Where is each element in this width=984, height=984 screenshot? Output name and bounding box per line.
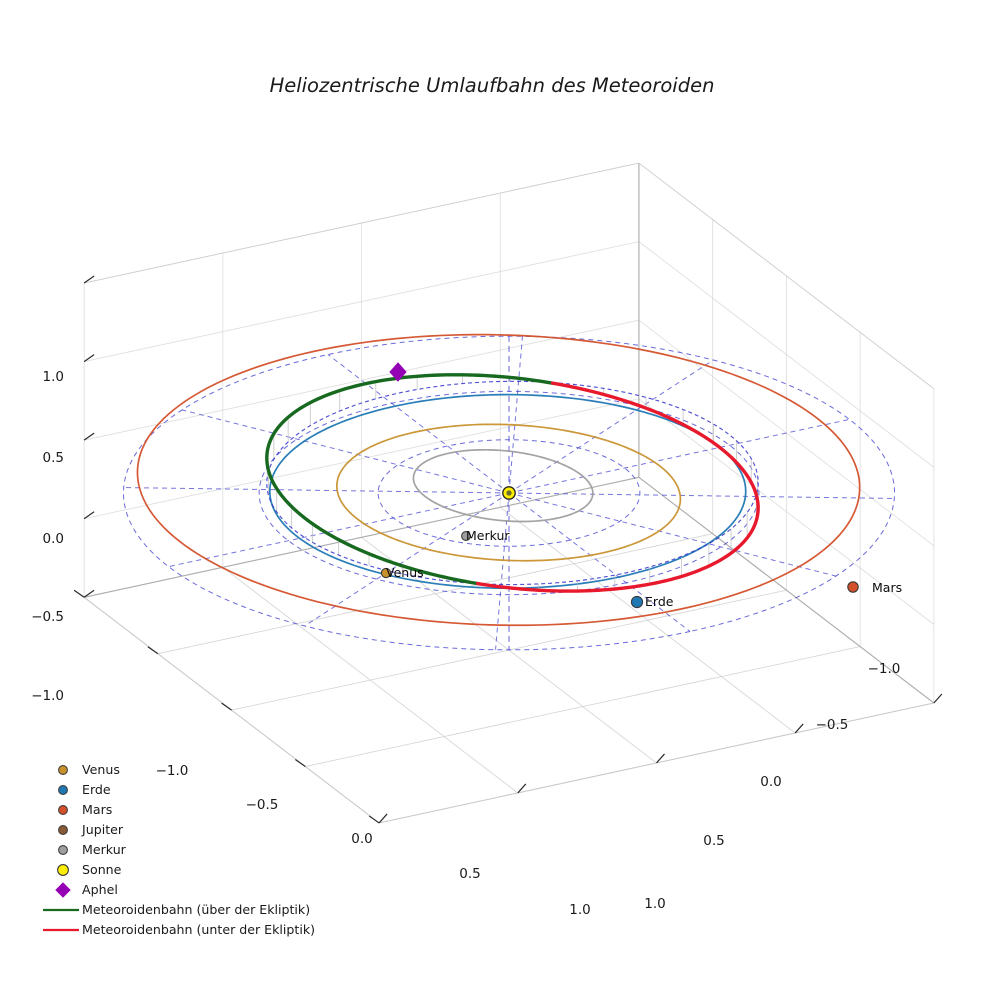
meteoroid-orbit-path bbox=[265, 373, 760, 593]
sun-core bbox=[506, 490, 512, 496]
legend-label: Mars bbox=[82, 802, 112, 817]
legend-label: Venus bbox=[82, 762, 120, 777]
tick-label: 0.5 bbox=[459, 866, 480, 882]
page-title: Heliozentrische Umlaufbahn des Meteoroid… bbox=[269, 74, 715, 97]
tick-label: −1.0 bbox=[868, 661, 901, 677]
tick-label: −1.0 bbox=[156, 763, 189, 779]
tick-label: −0.5 bbox=[246, 797, 279, 813]
legend-label: Aphel bbox=[82, 882, 118, 897]
body-label-mars: Mars bbox=[872, 580, 902, 595]
legend-marker-venus bbox=[58, 765, 68, 775]
body-label-erde: Erde bbox=[645, 594, 674, 609]
legend-label: Erde bbox=[82, 782, 111, 797]
tick-label: −0.5 bbox=[31, 609, 64, 625]
tick-label: −1.0 bbox=[31, 688, 64, 704]
aphelion-marker bbox=[389, 362, 407, 382]
planet-marker-mars bbox=[847, 581, 859, 593]
legend-marker-merkur bbox=[58, 845, 68, 855]
legend-label: Jupiter bbox=[81, 822, 124, 837]
tick-label: 0.0 bbox=[760, 774, 781, 790]
legend-label: Merkur bbox=[82, 842, 127, 857]
legend-label: Meteoroidenbahn (über der Ekliptik) bbox=[82, 902, 310, 917]
planet-marker-merkur bbox=[461, 531, 471, 541]
planet-marker-venus bbox=[380, 567, 392, 579]
tick-label: 1.0 bbox=[43, 369, 64, 385]
planet-marker-erde bbox=[630, 595, 644, 609]
legend-label: Sonne bbox=[82, 862, 122, 877]
meteoroid-ecliptic-projection bbox=[266, 380, 759, 586]
tick-label: 0.0 bbox=[351, 831, 372, 847]
tick-label: 1.0 bbox=[569, 902, 590, 918]
body-label-merkur: Merkur bbox=[466, 528, 510, 543]
axis-tick-labels: 1.0 0.5 0.0 −0.5 −1.0 −1.0 −0.5 0.0 0.5 1.0 −1.0 −0… bbox=[31, 275, 943, 918]
legend-label: Meteoroidenbahn (unter der Ekliptik) bbox=[82, 922, 315, 937]
tick-label: 1.0 bbox=[644, 896, 665, 912]
legend-marker-erde bbox=[58, 785, 68, 795]
planet-orbit-paths bbox=[136, 333, 861, 627]
meteoroid-droplines bbox=[266, 374, 759, 592]
tick-label: 0.5 bbox=[703, 833, 724, 849]
ecliptic-polar-grid bbox=[122, 335, 896, 651]
legend-marker-sonne bbox=[57, 864, 69, 876]
legend-marker-aphel bbox=[55, 882, 71, 898]
tick-label: 0.5 bbox=[43, 450, 64, 466]
body-label-venus: Venus bbox=[386, 565, 424, 580]
tick-label: 0.0 bbox=[43, 531, 64, 547]
legend-marker-mars bbox=[58, 805, 68, 815]
tick-label: −0.5 bbox=[816, 717, 849, 733]
legend: VenusErdeMarsJupiterMerkurSonneAphelMete… bbox=[43, 762, 315, 937]
legend-marker-jupiter bbox=[58, 825, 68, 835]
